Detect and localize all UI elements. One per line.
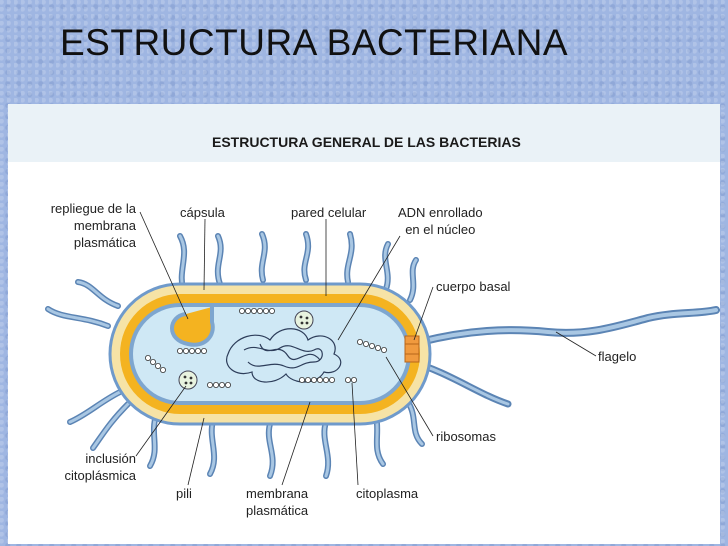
figure-title: ESTRUCTURA GENERAL DE LAS BACTERIAS [212, 134, 521, 150]
bacteria-diagram: ESTRUCTURA GENERAL DE LAS BACTERIAS [8, 104, 720, 544]
label-ribosomas: ribosomas [436, 429, 496, 444]
label-pared-celular: pared celular [291, 205, 367, 220]
label-flagelo: flagelo [598, 349, 637, 364]
leader-lines [135, 211, 597, 486]
label-inclusion: inclusión citoplásmica [64, 451, 136, 483]
basal-body [404, 335, 420, 363]
nucleoid-dna [226, 328, 342, 383]
label-membrana-plasmatica: membrana plasmática [246, 486, 309, 518]
membrane-infolding [170, 307, 215, 347]
label-citoplasma: citoplasma [356, 486, 419, 501]
bacteria-illustration [45, 211, 720, 486]
label-pili: pili [176, 486, 192, 501]
slide-title: ESTRUCTURA BACTERIANA [60, 22, 569, 63]
label-adn: ADN enrollado en el núcleo [398, 205, 483, 237]
figure-header [8, 104, 720, 162]
ribosomes [144, 307, 387, 388]
label-capsula: cápsula [180, 205, 225, 220]
label-cuerpo-basal: cuerpo basal [436, 279, 511, 294]
cytoplasmic-inclusions [178, 310, 314, 390]
label-repliegue: repliegue de la membrana plasmática [50, 201, 136, 250]
